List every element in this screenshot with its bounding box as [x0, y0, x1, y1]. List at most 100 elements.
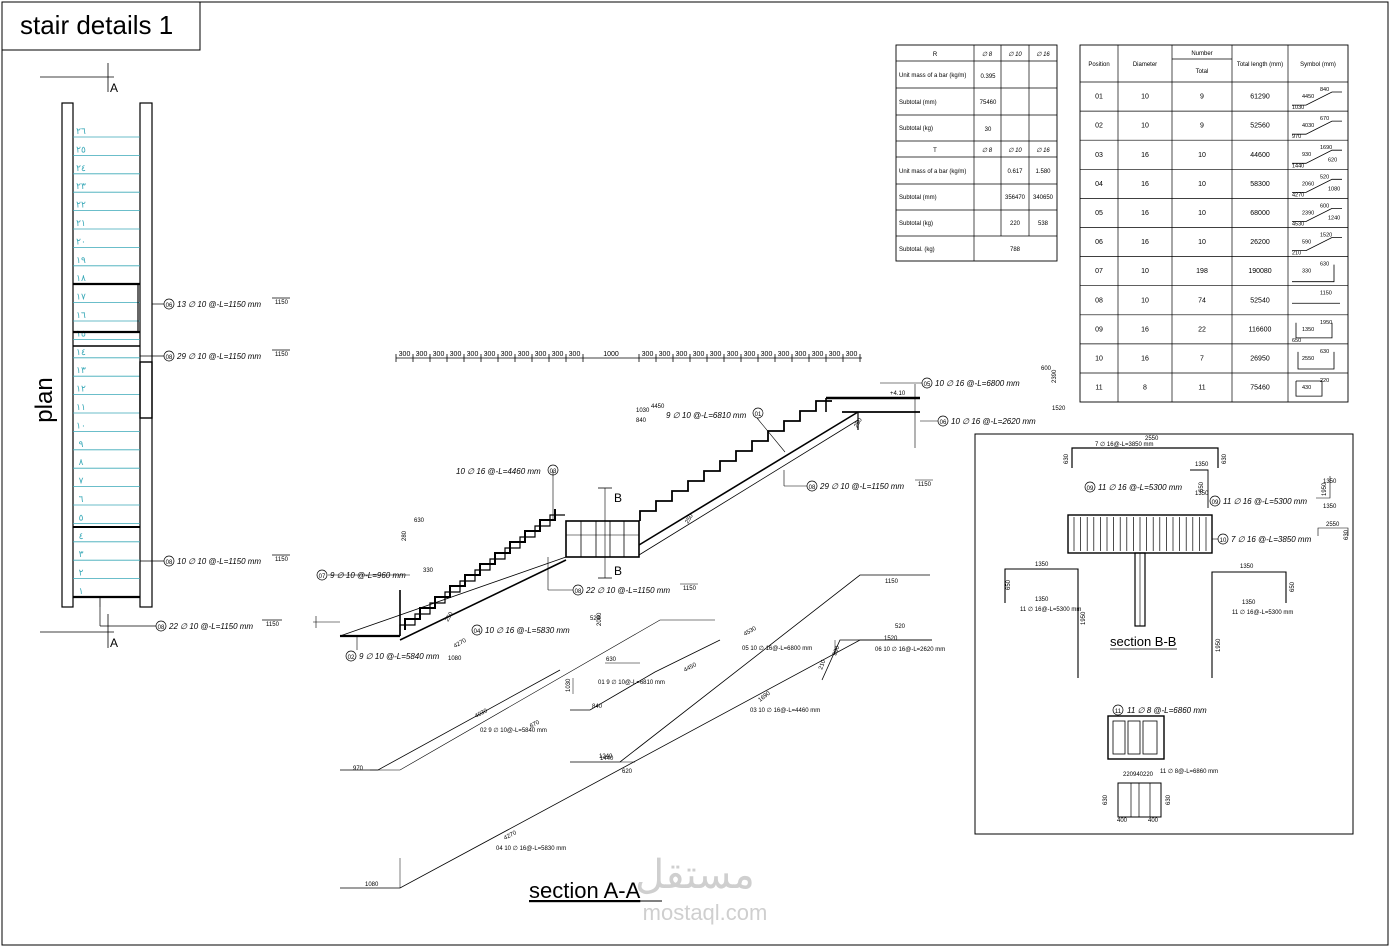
aa-level-410: +4.10	[890, 391, 906, 397]
stirrup-dim-b: 940	[1133, 772, 1144, 778]
cut-a-bottom: A	[110, 636, 118, 650]
plan-step-number: ٢٥	[76, 144, 86, 154]
bar-06-lead: 590	[832, 645, 841, 657]
aa-callout-03-text: 10 ∅ 16 @-L=4460 mm	[456, 467, 541, 476]
schedule-position: 02	[1095, 123, 1103, 130]
summary-t-row3-label: Subtotal (kg)	[899, 221, 933, 227]
schedule-symbol-dim: 840	[1320, 87, 1329, 93]
aa-dim-1030: 1030	[636, 408, 650, 414]
dimension-chain-value: 300	[795, 351, 807, 358]
aa-callout-08a-len: 1150	[918, 482, 932, 488]
summary-r-row2-label: Subtotal (mm)	[899, 100, 937, 106]
plan-right-wall	[139, 102, 153, 608]
bar-02-text: 02 9 ∅ 10@-L=5840 mm	[480, 727, 547, 734]
schedule-symbol-dim: 620	[1328, 157, 1337, 163]
plan-callout-4-pos: 08	[158, 625, 165, 631]
aa-dim-840: 840	[636, 418, 647, 424]
dimension-chain-value: 1000	[603, 351, 619, 358]
bb-beam-bars	[1073, 517, 1207, 551]
schedule-symbol-dim: 1690	[1320, 145, 1332, 151]
bb-top-bar-leg-left: 630	[1064, 453, 1070, 464]
aa-callout-05-pos: 05	[924, 382, 931, 388]
summary-t-row1-d16: 1.580	[1035, 169, 1051, 175]
bb-dim-650a: 650	[1199, 481, 1205, 492]
schedule-position: 05	[1095, 210, 1103, 217]
bar-03-text: 03 10 ∅ 16@-L=4460 mm	[750, 707, 820, 714]
watermark-arabic: مستقل	[635, 853, 755, 897]
cut-a-top: A	[110, 81, 118, 95]
aa-callout-06-text: 10 ∅ 16 @-L=2620 mm	[951, 417, 1036, 426]
plan-step-number: ٥	[79, 512, 84, 522]
schedule-symbol-dim: 630	[1320, 262, 1329, 268]
dimension-chain-value: 300	[693, 351, 705, 358]
bb-10-dim-2550: 2550	[1326, 522, 1340, 528]
title-box	[1, 1, 201, 51]
summary-header-t-d8: ∅ 8	[982, 147, 993, 154]
bb-stirrup-section	[1107, 715, 1165, 760]
schedule-diameter: 10	[1141, 297, 1149, 304]
aa-callout-08a: 08 29 ∅ 10 @-L=1150 mm 1150	[783, 470, 933, 492]
aa-dim-250a: 250	[445, 611, 456, 623]
plan-step-number: ١٣	[76, 365, 86, 375]
aa-dim-4270: 4270	[453, 638, 468, 650]
plan-callout-1-len: 1150	[275, 300, 289, 306]
bb-top-bar-len: 2550	[1145, 436, 1159, 442]
schedule-length: 68000	[1250, 210, 1270, 217]
bar-shape-06: 06 10 ∅ 16@-L=2620 mm 590 210 1520	[818, 636, 945, 681]
schedule-length: 26950	[1250, 355, 1270, 362]
summary-header-r-d8: ∅ 8	[982, 51, 993, 58]
schedule-symbol-dim: 330	[1302, 269, 1311, 275]
aa-dim-2390: 2390	[1052, 369, 1058, 383]
schedule-total: 7	[1200, 355, 1204, 362]
schedule-total: 11	[1198, 385, 1205, 392]
summary-r-row3-label: Subtotal (kg)	[899, 126, 933, 132]
bb-10-dim-630: 630	[1344, 529, 1350, 540]
schedule-diameter: 16	[1141, 355, 1149, 362]
plan-callout-3: 08 10 ∅ 10 @-L=1150 mm 1150	[140, 554, 290, 567]
schedule-symbol-dim: 2550	[1302, 356, 1314, 362]
schedule-position: 01	[1095, 94, 1103, 101]
bb-callout-11: 11 11 ∅ 8 @-L=6860 mm	[1112, 704, 1207, 716]
bar-06-tail: 210	[818, 659, 827, 671]
plan-callout-3-text: 10 ∅ 10 @-L=1150 mm	[177, 557, 261, 566]
bb-callout-09a-pos: 09	[1087, 486, 1094, 492]
summary-header-t-d10: ∅ 10	[1008, 147, 1022, 154]
schedule-diameter: 10	[1141, 268, 1149, 275]
plan-step-number: ٢٤	[76, 163, 86, 173]
plan-step-number: ٦	[79, 494, 84, 504]
plan-step-number: ٨	[79, 457, 84, 467]
summary-t-row2-d16: 340650	[1033, 195, 1054, 201]
bb-callout-11-pos: 11	[1115, 709, 1122, 715]
plan-step-number: ٢٠	[76, 236, 86, 246]
plan-step-number: ٤	[79, 531, 84, 541]
plan-callout-2-len: 1150	[275, 352, 289, 358]
summary-r-row1-label: Unit mass of a bar (kg/m)	[899, 73, 966, 79]
aa-dim-2060: 2060	[597, 612, 603, 626]
plan-step-number: ٢٦	[76, 126, 86, 136]
plan-step-number: ٣	[79, 549, 84, 559]
cut-b-top: B	[614, 491, 622, 505]
schedule-length: 52540	[1250, 297, 1270, 304]
summary-t-row3-d10: 220	[1010, 221, 1021, 227]
schedule-total: 9	[1200, 123, 1204, 130]
bar-01-tail: 1030	[566, 678, 572, 692]
bar-05-len: 4530	[743, 626, 758, 638]
bb-right-bar-text: 11 ∅ 16@-L=5300 mm	[1232, 609, 1293, 616]
schedule-length: 26200	[1250, 239, 1270, 246]
schedule-symbol-dim: 670	[1320, 116, 1329, 122]
stirrup-dim-h1: 630	[1103, 794, 1109, 805]
cut-b-bottom: B	[614, 564, 622, 578]
plan-step-number: ٧	[79, 476, 84, 486]
stair-profile	[339, 398, 859, 641]
summary-header-r: R	[933, 52, 938, 58]
schedule-length: 61290	[1250, 94, 1270, 101]
bb-top-bar-leg-right: 630	[1222, 453, 1228, 464]
plan-step-number: ٢٣	[76, 181, 86, 191]
aa-callout-04-text: 10 ∅ 16 @-L=5830 mm	[485, 626, 570, 635]
dimension-chain-value: 300	[761, 351, 773, 358]
bb-left-bar-text: 11 ∅ 16@-L=5300 mm	[1020, 606, 1081, 613]
schedule-symbol-dim: 1150	[1320, 291, 1332, 297]
plan-step-number: ١٦	[76, 310, 86, 320]
